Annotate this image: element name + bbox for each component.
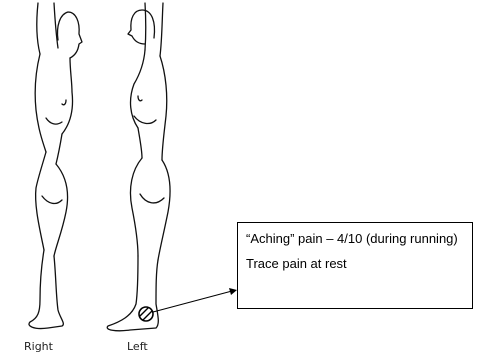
pain-description: “Aching” pain – 4/10 (during running) [246, 231, 464, 247]
view-label-right: Right [24, 340, 53, 353]
view-label-left: Left [127, 340, 148, 353]
hatched-circle-icon [135, 303, 154, 322]
callout-arrow [153, 288, 237, 312]
rest-pain-note: Trace pain at rest [246, 256, 464, 272]
left-view-figure [107, 3, 170, 331]
pain-callout-box: “Aching” pain – 4/10 (during running) Tr… [237, 222, 473, 309]
right-view-figure [29, 3, 82, 329]
